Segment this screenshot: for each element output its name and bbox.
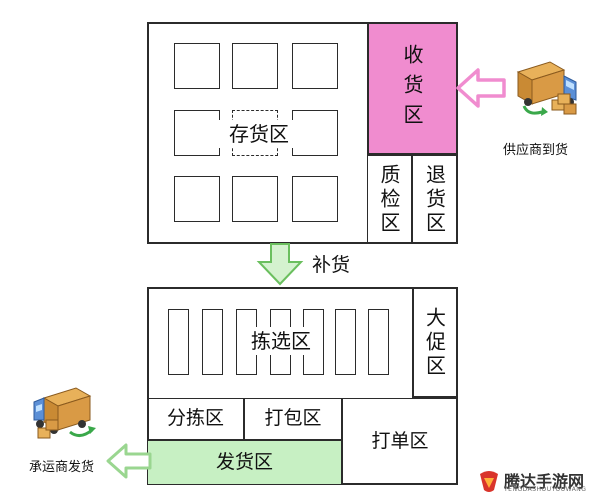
storage-zone-text: 存货区 xyxy=(229,121,289,146)
receiving-zone: 收货区 xyxy=(367,22,458,155)
storage-rack xyxy=(232,176,278,222)
sorting-zone-label: 分拣区 xyxy=(166,407,224,430)
truck-icon xyxy=(33,387,96,439)
picking-rack xyxy=(368,309,389,375)
storage-zone-label: 存货区 xyxy=(216,120,302,148)
receiving-zone-label: 收货区 xyxy=(400,43,424,134)
promo-zone-label: 大促区 xyxy=(422,306,447,379)
storage-rack xyxy=(174,110,220,156)
watermark-name: 腾达手游网 xyxy=(504,472,585,491)
shipping-zone: 发货区 xyxy=(147,440,342,485)
carrier-label: 承运商发货 xyxy=(29,460,95,475)
storage-rack xyxy=(174,176,220,222)
supplier-label: 供应商到货 xyxy=(503,143,569,158)
storage-rack xyxy=(292,176,338,222)
watermark: 腾达手游网 TENGDASHOUYOUWANG xyxy=(476,468,596,496)
returns-zone: 退货区 xyxy=(412,155,458,244)
watermark-sub: TENGDASHOUYOUWANG xyxy=(504,486,587,493)
picking-rack xyxy=(335,309,356,375)
picking-zone-label: 拣选区 xyxy=(240,327,322,355)
labeling-zone-label: 打单区 xyxy=(371,429,429,452)
storage-rack xyxy=(174,43,220,89)
packing-zone: 打包区 xyxy=(244,398,342,440)
storage-rack xyxy=(292,43,338,89)
watermark-logo-icon xyxy=(480,471,498,492)
replenish-label: 补货 xyxy=(312,254,351,276)
qc-zone-label: 质检区 xyxy=(377,163,401,236)
picking-zone-text: 拣选区 xyxy=(251,328,311,353)
picking-rack xyxy=(168,309,189,375)
picking-rack xyxy=(202,309,223,375)
storage-rack xyxy=(232,43,278,89)
supplier-inbound-arrow-icon xyxy=(456,68,506,108)
shipping-zone-label: 发货区 xyxy=(215,450,273,473)
carrier-outbound-arrow-icon xyxy=(106,443,152,479)
returns-zone-label: 退货区 xyxy=(422,163,447,236)
qc-zone: 质检区 xyxy=(367,155,412,244)
packing-zone-label: 打包区 xyxy=(264,407,322,430)
labeling-zone: 打单区 xyxy=(342,398,458,485)
promo-zone: 大促区 xyxy=(412,287,458,398)
sorting-zone: 分拣区 xyxy=(147,398,244,440)
truck-icon xyxy=(516,61,577,116)
replenish-arrow-icon xyxy=(256,243,304,286)
